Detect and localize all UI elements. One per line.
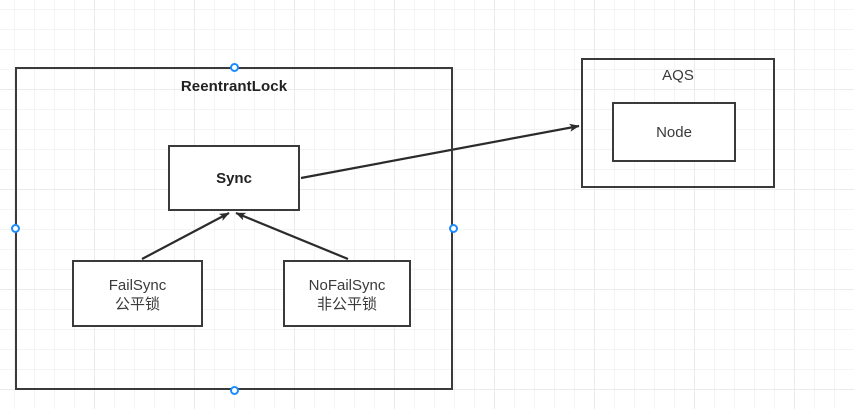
selection-handle-left[interactable]: [11, 224, 20, 233]
node-sync[interactable]: Sync: [168, 145, 300, 211]
node-nofailsync[interactable]: NoFailSync 非公平锁: [283, 260, 411, 327]
node-reentrantlock-label: ReentrantLock: [180, 78, 288, 95]
selection-handle-top[interactable]: [230, 63, 239, 72]
node-aqs-label: AQS: [662, 67, 694, 84]
node-reentrantlock[interactable]: ReentrantLock: [15, 67, 453, 390]
node-failsync-label: FailSync 公平锁: [108, 277, 167, 314]
selection-handle-right[interactable]: [449, 224, 458, 233]
node-nofailsync-label: NoFailSync 非公平锁: [308, 277, 386, 314]
node-aqs[interactable]: AQS: [581, 58, 775, 188]
node-node[interactable]: Node: [612, 102, 736, 162]
selection-handle-bottom[interactable]: [230, 386, 239, 395]
node-sync-label: Sync: [216, 170, 252, 187]
node-failsync[interactable]: FailSync 公平锁: [72, 260, 203, 327]
node-node-label: Node: [656, 124, 692, 141]
